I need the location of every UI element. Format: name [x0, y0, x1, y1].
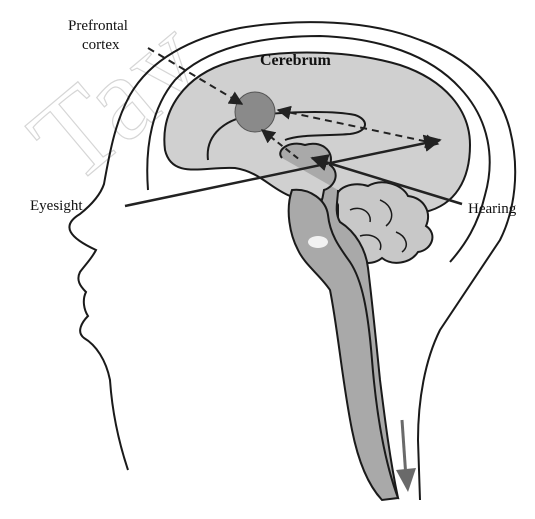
cerebrum-label: Cerebrum — [260, 52, 331, 69]
pons-highlight — [308, 236, 328, 248]
hearing-label: Hearing — [468, 201, 517, 217]
prefrontal-blob — [235, 92, 275, 132]
prefrontal-label-line1: Prefrontal — [68, 18, 128, 34]
spinal-arrow-head — [396, 468, 416, 492]
eyesight-label: Eyesight — [30, 198, 83, 214]
prefrontal-label-line2: cortex — [82, 37, 120, 53]
